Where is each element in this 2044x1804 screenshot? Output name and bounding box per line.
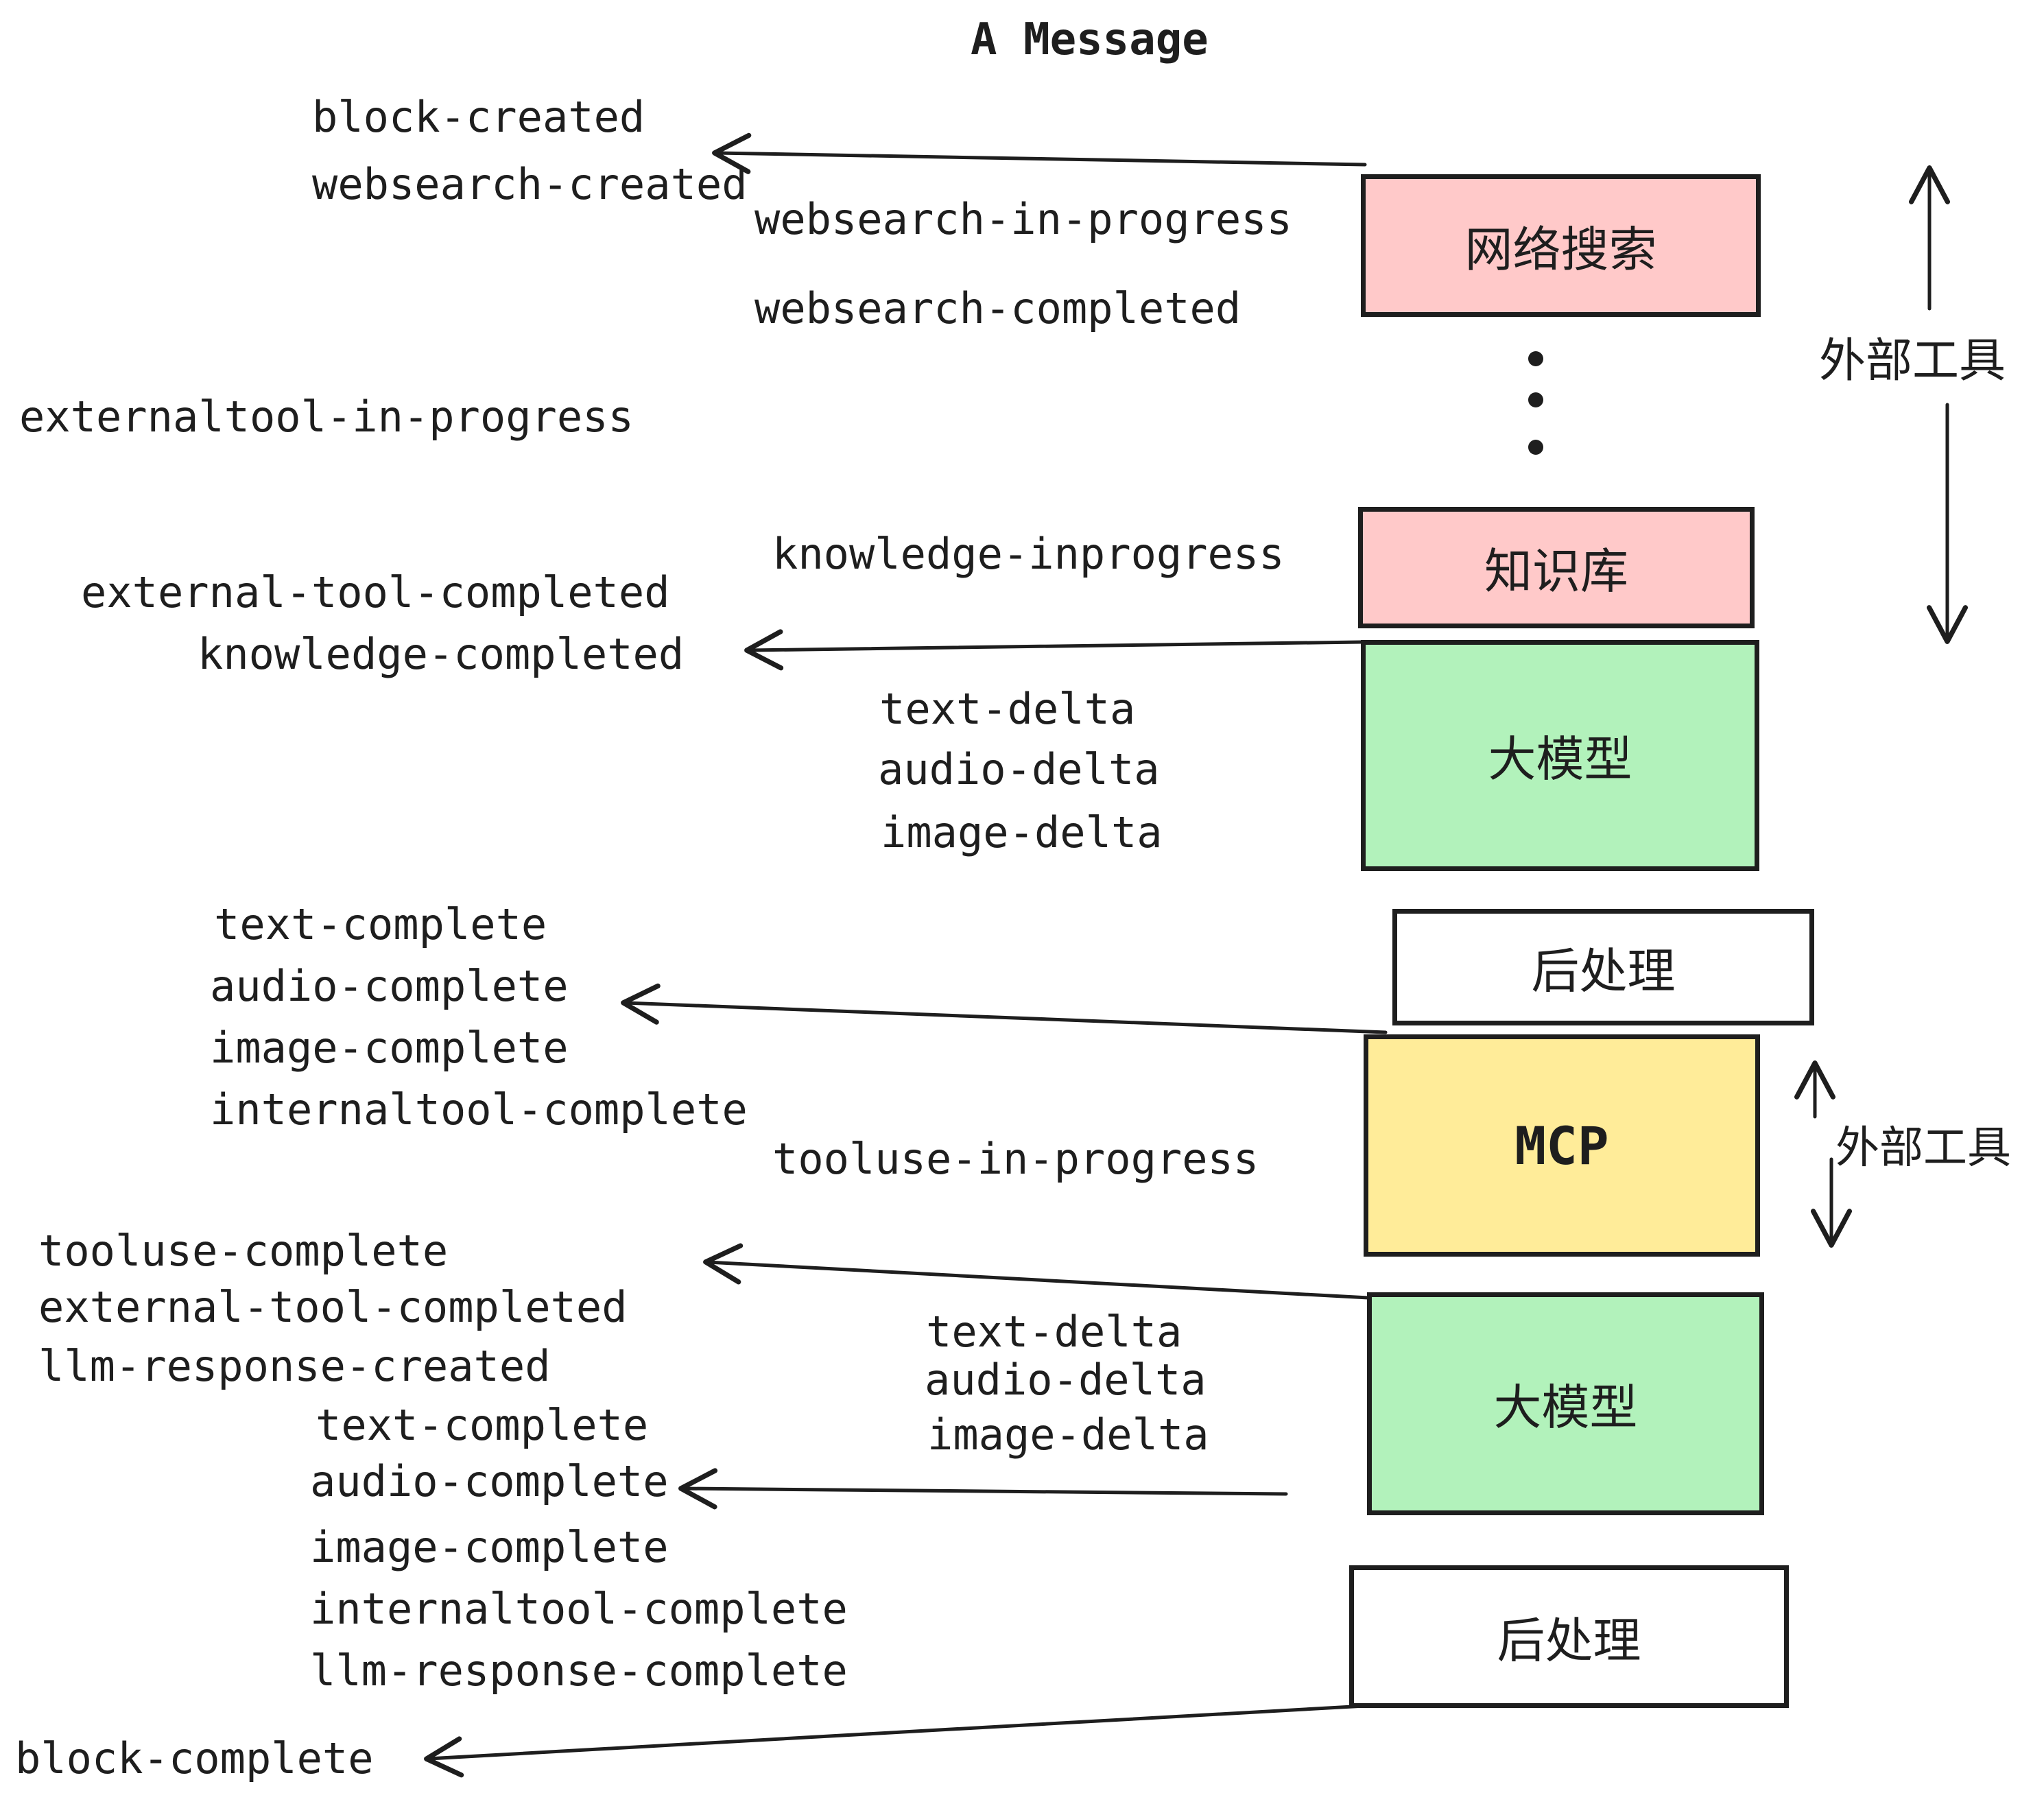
event-tooluse-complete: tooluse-complete xyxy=(38,1226,449,1276)
node-llm-1: 大模型 xyxy=(1361,640,1759,871)
external-tools-annotation-2: 外部工具 xyxy=(1835,1123,2011,1174)
node-postprocess-2: 后处理 xyxy=(1349,1565,1789,1708)
node-knowledge: 知识库 xyxy=(1358,507,1755,628)
event-externaltool-in-progress: externaltool-in-progress xyxy=(19,392,634,442)
event-text-delta-1: text-delta xyxy=(879,684,1136,734)
node-postprocess-1-label: 后处理 xyxy=(1531,942,1676,999)
node-knowledge-label: 知识库 xyxy=(1484,543,1628,600)
event-llm-response-created: llm-response-created xyxy=(38,1341,551,1391)
node-postprocess-1: 后处理 xyxy=(1392,909,1814,1025)
node-websearch-label: 网络搜索 xyxy=(1464,221,1657,278)
arrow-to-tooluse-complete xyxy=(703,1243,1370,1300)
event-websearch-created: websearch-created xyxy=(312,159,748,209)
arrow-to-knowledge-completed xyxy=(744,629,1364,671)
event-internaltool-complete-1: internaltool-complete xyxy=(210,1084,748,1135)
event-text-complete-2: text-complete xyxy=(316,1400,649,1450)
event-text-complete-1: text-complete xyxy=(214,899,547,949)
external-tools-annotation-1: 外部工具 xyxy=(1819,334,2006,388)
event-external-tool-completed: external-tool-completed xyxy=(81,567,670,617)
arrow-to-websearch-created xyxy=(712,132,1367,174)
event-image-complete-1: image-complete xyxy=(210,1023,569,1073)
event-image-complete-2: image-complete xyxy=(310,1522,669,1572)
event-image-delta-1: image-delta xyxy=(881,807,1163,857)
event-internaltool-complete-2: internaltool-complete xyxy=(310,1584,848,1634)
arrow-to-block-complete xyxy=(424,1704,1367,1778)
event-block-created: block-created xyxy=(312,92,645,142)
event-audio-delta-2: audio-delta xyxy=(925,1355,1207,1405)
event-text-delta-2: text-delta xyxy=(926,1307,1183,1357)
event-external-tool-completed-2: external-tool-completed xyxy=(38,1282,628,1332)
event-image-delta-2: image-delta xyxy=(927,1410,1209,1460)
event-tooluse-in-progress: tooluse-in-progress xyxy=(772,1134,1259,1184)
node-mcp: MCP xyxy=(1364,1034,1760,1257)
event-websearch-in-progress: websearch-in-progress xyxy=(754,194,1292,244)
node-websearch: 网络搜索 xyxy=(1361,174,1761,317)
event-audio-delta-1: audio-delta xyxy=(878,744,1160,794)
arrow-to-audio-complete xyxy=(678,1468,1288,1510)
event-knowledge-completed: knowledge-completed xyxy=(198,629,685,679)
page-title: A Message xyxy=(971,14,1209,65)
event-audio-complete-1: audio-complete xyxy=(210,961,569,1011)
event-llm-response-complete: llm-response-complete xyxy=(310,1646,848,1696)
event-knowledge-inprogress: knowledge-inprogress xyxy=(772,529,1285,579)
event-websearch-completed: websearch-completed xyxy=(754,283,1241,333)
event-block-complete: block-complete xyxy=(15,1733,374,1783)
event-audio-complete-2: audio-complete xyxy=(310,1456,669,1506)
node-llm-2: 大模型 xyxy=(1367,1292,1764,1515)
node-postprocess-2-label: 后处理 xyxy=(1497,1612,1641,1669)
ellipsis-dots xyxy=(1528,351,1543,455)
node-llm-2-label: 大模型 xyxy=(1493,1379,1638,1436)
node-llm-1-label: 大模型 xyxy=(1488,731,1632,787)
node-mcp-label: MCP xyxy=(1514,1115,1609,1176)
arrow-to-image-complete xyxy=(621,983,1388,1034)
